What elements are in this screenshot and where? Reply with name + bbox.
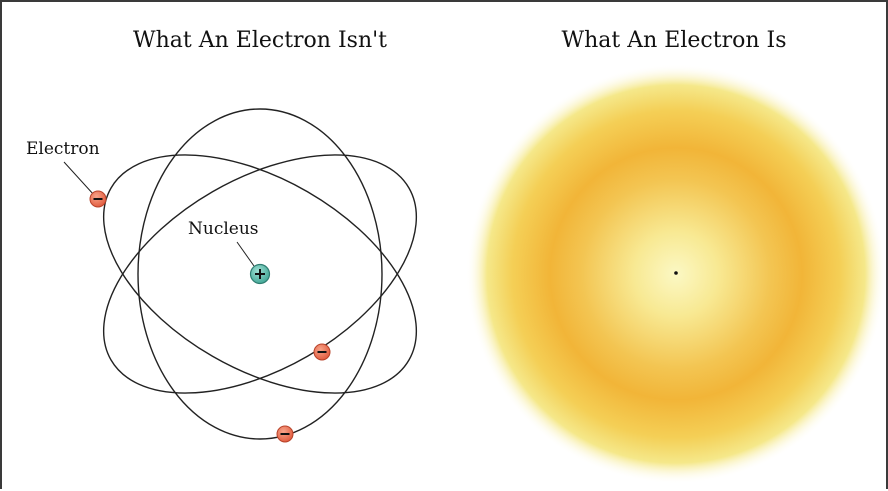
cloud-nucleus-dot: [674, 271, 678, 275]
nucleus-leader-line: [236, 241, 255, 267]
electron-label: Electron: [26, 139, 100, 159]
orbit-ellipse-rising: [102, 154, 418, 394]
plus-sign-icon: [255, 269, 265, 279]
orbit-ellipse-vertical: [137, 108, 383, 440]
electron-1: [89, 190, 107, 208]
nucleus-label: Nucleus: [188, 219, 259, 239]
left-panel-title: What An Electron Isn't: [133, 28, 387, 53]
orbit-ellipse-falling: [102, 154, 418, 394]
electron-3: [276, 425, 294, 443]
orbit-model: [102, 108, 418, 440]
nucleus: [249, 263, 271, 285]
right-panel-title: What An Electron Is: [562, 28, 787, 53]
electron-cloud: [466, 64, 886, 484]
electron-leader-line: [63, 161, 95, 196]
electron-2: [313, 343, 331, 361]
